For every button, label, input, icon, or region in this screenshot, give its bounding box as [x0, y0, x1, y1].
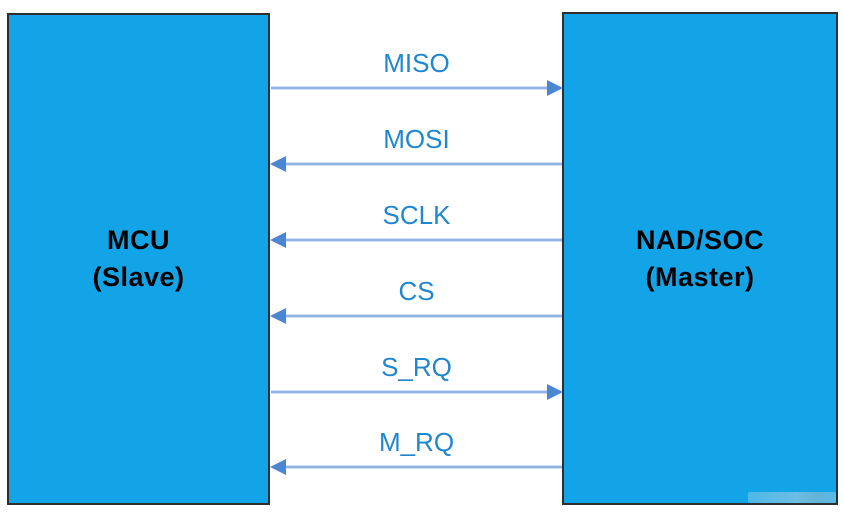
arrow-right-icon: [547, 80, 563, 96]
signal-label: SCLK: [382, 200, 451, 230]
signal-label: MOSI: [383, 124, 450, 154]
arrow-line: [271, 87, 549, 89]
signal-label: M_RQ: [378, 427, 455, 457]
nad-soc-master-box: NAD/SOC (Master): [562, 12, 838, 505]
signal-row-mosi: MOSI: [270, 123, 562, 173]
mcu-slave-box: MCU (Slave): [7, 13, 270, 505]
arrow-right-icon: [547, 384, 563, 400]
signal-label: CS: [398, 276, 435, 306]
arrow-line: [284, 163, 562, 165]
signal-label: S_RQ: [381, 352, 452, 382]
arrow-left-icon: [270, 459, 286, 475]
mcu-box-title: MCU: [107, 225, 170, 255]
signal-row-miso: MISO: [271, 47, 563, 97]
nad-soc-box-title: NAD/SOC: [635, 224, 764, 255]
signal-row-s_rq: S_RQ: [271, 351, 563, 401]
arrow-line: [284, 315, 562, 317]
signal-row-cs: CS: [270, 275, 562, 325]
watermark: [748, 492, 836, 503]
mcu-box-subtitle: (Slave): [92, 262, 185, 292]
arrow-line: [284, 466, 562, 468]
signal-row-sclk: SCLK: [270, 199, 562, 249]
arrow-left-icon: [270, 156, 286, 172]
nad-soc-box-subtitle: (Master): [645, 261, 755, 292]
signal-label: MISO: [383, 48, 450, 78]
signal-row-m_rq: M_RQ: [270, 426, 562, 476]
arrow-left-icon: [270, 232, 286, 248]
arrow-left-icon: [270, 308, 286, 324]
arrow-line: [284, 239, 562, 241]
arrow-line: [271, 391, 549, 393]
